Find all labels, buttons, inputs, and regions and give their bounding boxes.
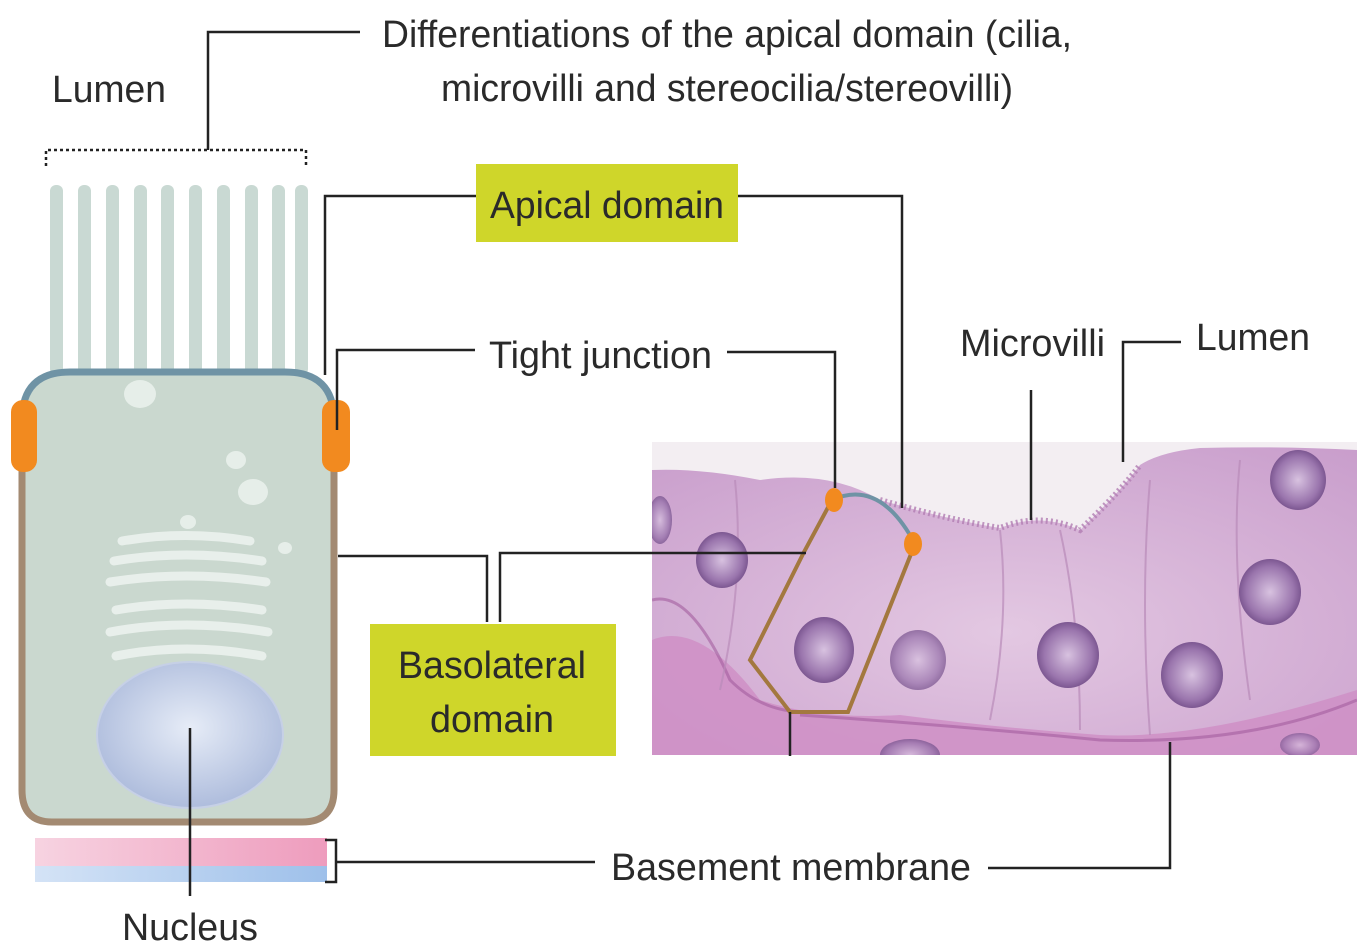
tight-junction-left xyxy=(11,400,37,472)
differentiations-label-line1: Differentiations of the apical domain (c… xyxy=(382,14,1072,56)
lumen-label-left: Lumen xyxy=(52,69,166,111)
microvilli-label: Microvilli xyxy=(960,323,1105,365)
lumen-label-right: Lumen xyxy=(1196,317,1310,359)
schematic-cell xyxy=(11,185,350,882)
histology-micrograph xyxy=(648,442,1357,771)
basolateral-domain-label-line2: domain xyxy=(430,699,554,741)
basement-membrane-label: Basement membrane xyxy=(611,847,971,889)
micrograph-tight-junction-2 xyxy=(904,532,922,556)
basolateral-domain-label-line1: Basolateral xyxy=(398,645,586,687)
tight-junction-label: Tight junction xyxy=(489,335,712,377)
differentiations-label-line2: microvilli and stereocilia/stereovilli) xyxy=(441,68,1013,110)
nucleus-label: Nucleus xyxy=(122,907,258,948)
basement-membrane-bar xyxy=(35,838,327,882)
apical-domain-label: Apical domain xyxy=(490,185,724,227)
cilia xyxy=(50,185,308,375)
micrograph-tight-junction-1 xyxy=(825,488,843,512)
